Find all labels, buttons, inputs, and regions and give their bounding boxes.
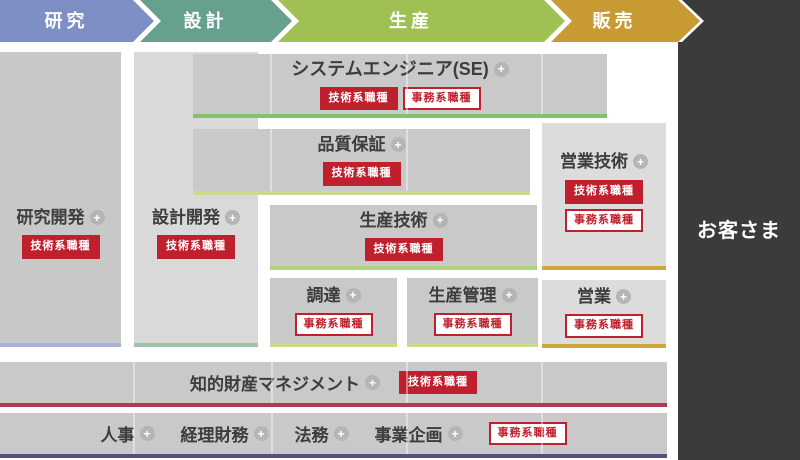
box-production-engineering-title: 生産技術 (359, 210, 428, 230)
box-research-development-title: 研究開発 (16, 208, 85, 227)
technical-badge: 技術系職種 (157, 235, 235, 259)
lane-separator (271, 413, 273, 454)
stage-arrow-sales (551, 0, 700, 42)
admin-item-legal-title: 法務 (294, 426, 329, 445)
expand-plus-icon[interactable]: + (390, 137, 406, 153)
box-procurement[interactable]: 調達 + 事務系職種 (270, 278, 397, 347)
expand-plus-icon[interactable]: + (333, 426, 349, 441)
expand-plus-icon[interactable]: + (447, 426, 463, 441)
box-procurement-title: 調達 (306, 285, 341, 305)
lane-separator (270, 129, 272, 191)
expand-plus-icon[interactable]: + (633, 154, 648, 170)
stage-arrow-production (278, 0, 565, 42)
lane-separator (541, 413, 543, 454)
box-research-development[interactable]: 研究開発 + 技術系職種 (0, 52, 121, 347)
administrative-badge: 事務系職種 (402, 86, 481, 110)
stage-label-production: 生産 (389, 11, 433, 31)
admin-item-business-planning-title: 事業企画 (374, 426, 443, 445)
box-quality-assurance[interactable]: 品質保証 + 技術系職種 (193, 129, 530, 195)
box-quality-assurance-title: 品質保証 (317, 135, 386, 155)
admin-item-accounting-finance-title: 経理財務 (180, 426, 249, 445)
admin-item-accounting-finance[interactable]: 経理財務 + (181, 421, 269, 446)
lane-separator (406, 413, 408, 454)
expand-plus-icon[interactable]: + (616, 289, 631, 305)
expand-plus-icon[interactable]: + (493, 61, 509, 77)
lane-separator (133, 413, 135, 454)
stage-label-research: 研究 (44, 11, 89, 31)
expand-plus-icon[interactable]: + (501, 287, 517, 303)
expand-plus-icon[interactable]: + (139, 426, 155, 441)
box-production-engineering[interactable]: 生産技術 + 技術系職種 (270, 205, 537, 270)
expand-plus-icon[interactable]: + (365, 375, 380, 390)
lane-separator (133, 362, 135, 403)
box-sales[interactable]: 営業 + 事務系職種 (542, 280, 666, 348)
box-production-control-title: 生産管理 (428, 285, 497, 305)
administrative-badge: 事務系職種 (294, 312, 373, 337)
admin-item-hr-title: 人事 (100, 426, 135, 445)
lane-separator (270, 54, 272, 114)
administrative-badge: 事務系職種 (565, 208, 643, 233)
stage-label-design: 設計 (183, 11, 228, 31)
admin-item-business-planning[interactable]: 事業企画 + (375, 421, 463, 446)
technical-badge: 技術系職種 (322, 162, 401, 186)
stage-arrow-research (0, 0, 154, 42)
box-design-development-title: 設計開発 (152, 208, 220, 227)
process-arrow-bar (0, 0, 704, 42)
expand-plus-icon[interactable]: + (253, 426, 269, 441)
technical-badge: 技術系職種 (399, 370, 477, 395)
expand-plus-icon[interactable]: + (89, 210, 105, 226)
administrative-badge: 事務系職種 (488, 421, 567, 446)
expand-plus-icon[interactable]: + (432, 212, 448, 228)
technical-badge: 技術系職種 (565, 180, 643, 204)
customer-label: お客さま (697, 220, 781, 242)
technical-badge: 技術系職種 (364, 237, 443, 262)
lane-separator (406, 362, 408, 403)
row-administration[interactable]: 人事 + 経理財務 + 法務 + 事業企画 + 事務系職種 (0, 413, 667, 458)
lane-separator (406, 129, 408, 191)
administrative-badge: 事務系職種 (565, 314, 643, 338)
box-system-engineer[interactable]: システムエンジニア(SE) + 技術系職種 事務系職種 (193, 54, 607, 118)
box-system-engineer-title: システムエンジニア(SE) (291, 59, 489, 80)
technical-badge: 技術系職種 (319, 86, 398, 110)
expand-plus-icon[interactable]: + (345, 287, 361, 303)
admin-item-hr[interactable]: 人事 + (101, 421, 155, 446)
administrative-badge: 事務系職種 (433, 312, 512, 337)
stage-label-sales: 販売 (592, 11, 637, 31)
expand-plus-icon[interactable]: + (225, 210, 240, 226)
lane-separator (406, 54, 408, 114)
lane-separator (541, 362, 543, 403)
admin-item-legal[interactable]: 法務 + (295, 421, 349, 446)
row-intellectual-property-title: 知的財産マネジメント (190, 375, 360, 394)
lane-separator (271, 362, 273, 403)
lane-separator (541, 54, 543, 114)
technical-badge: 技術系職種 (21, 235, 100, 259)
box-sales-engineering[interactable]: 営業技術 + 技術系職種 事務系職種 (542, 123, 666, 270)
box-production-control[interactable]: 生産管理 + 事務系職種 (407, 278, 538, 347)
box-sales-title: 営業 (577, 287, 611, 307)
customer-panel: お客さま (678, 0, 800, 460)
box-sales-engineering-title: 営業技術 (560, 152, 628, 171)
row-intellectual-property[interactable]: 知的財産マネジメント + 技術系職種 (0, 362, 667, 407)
stage-arrow-design (140, 0, 292, 42)
